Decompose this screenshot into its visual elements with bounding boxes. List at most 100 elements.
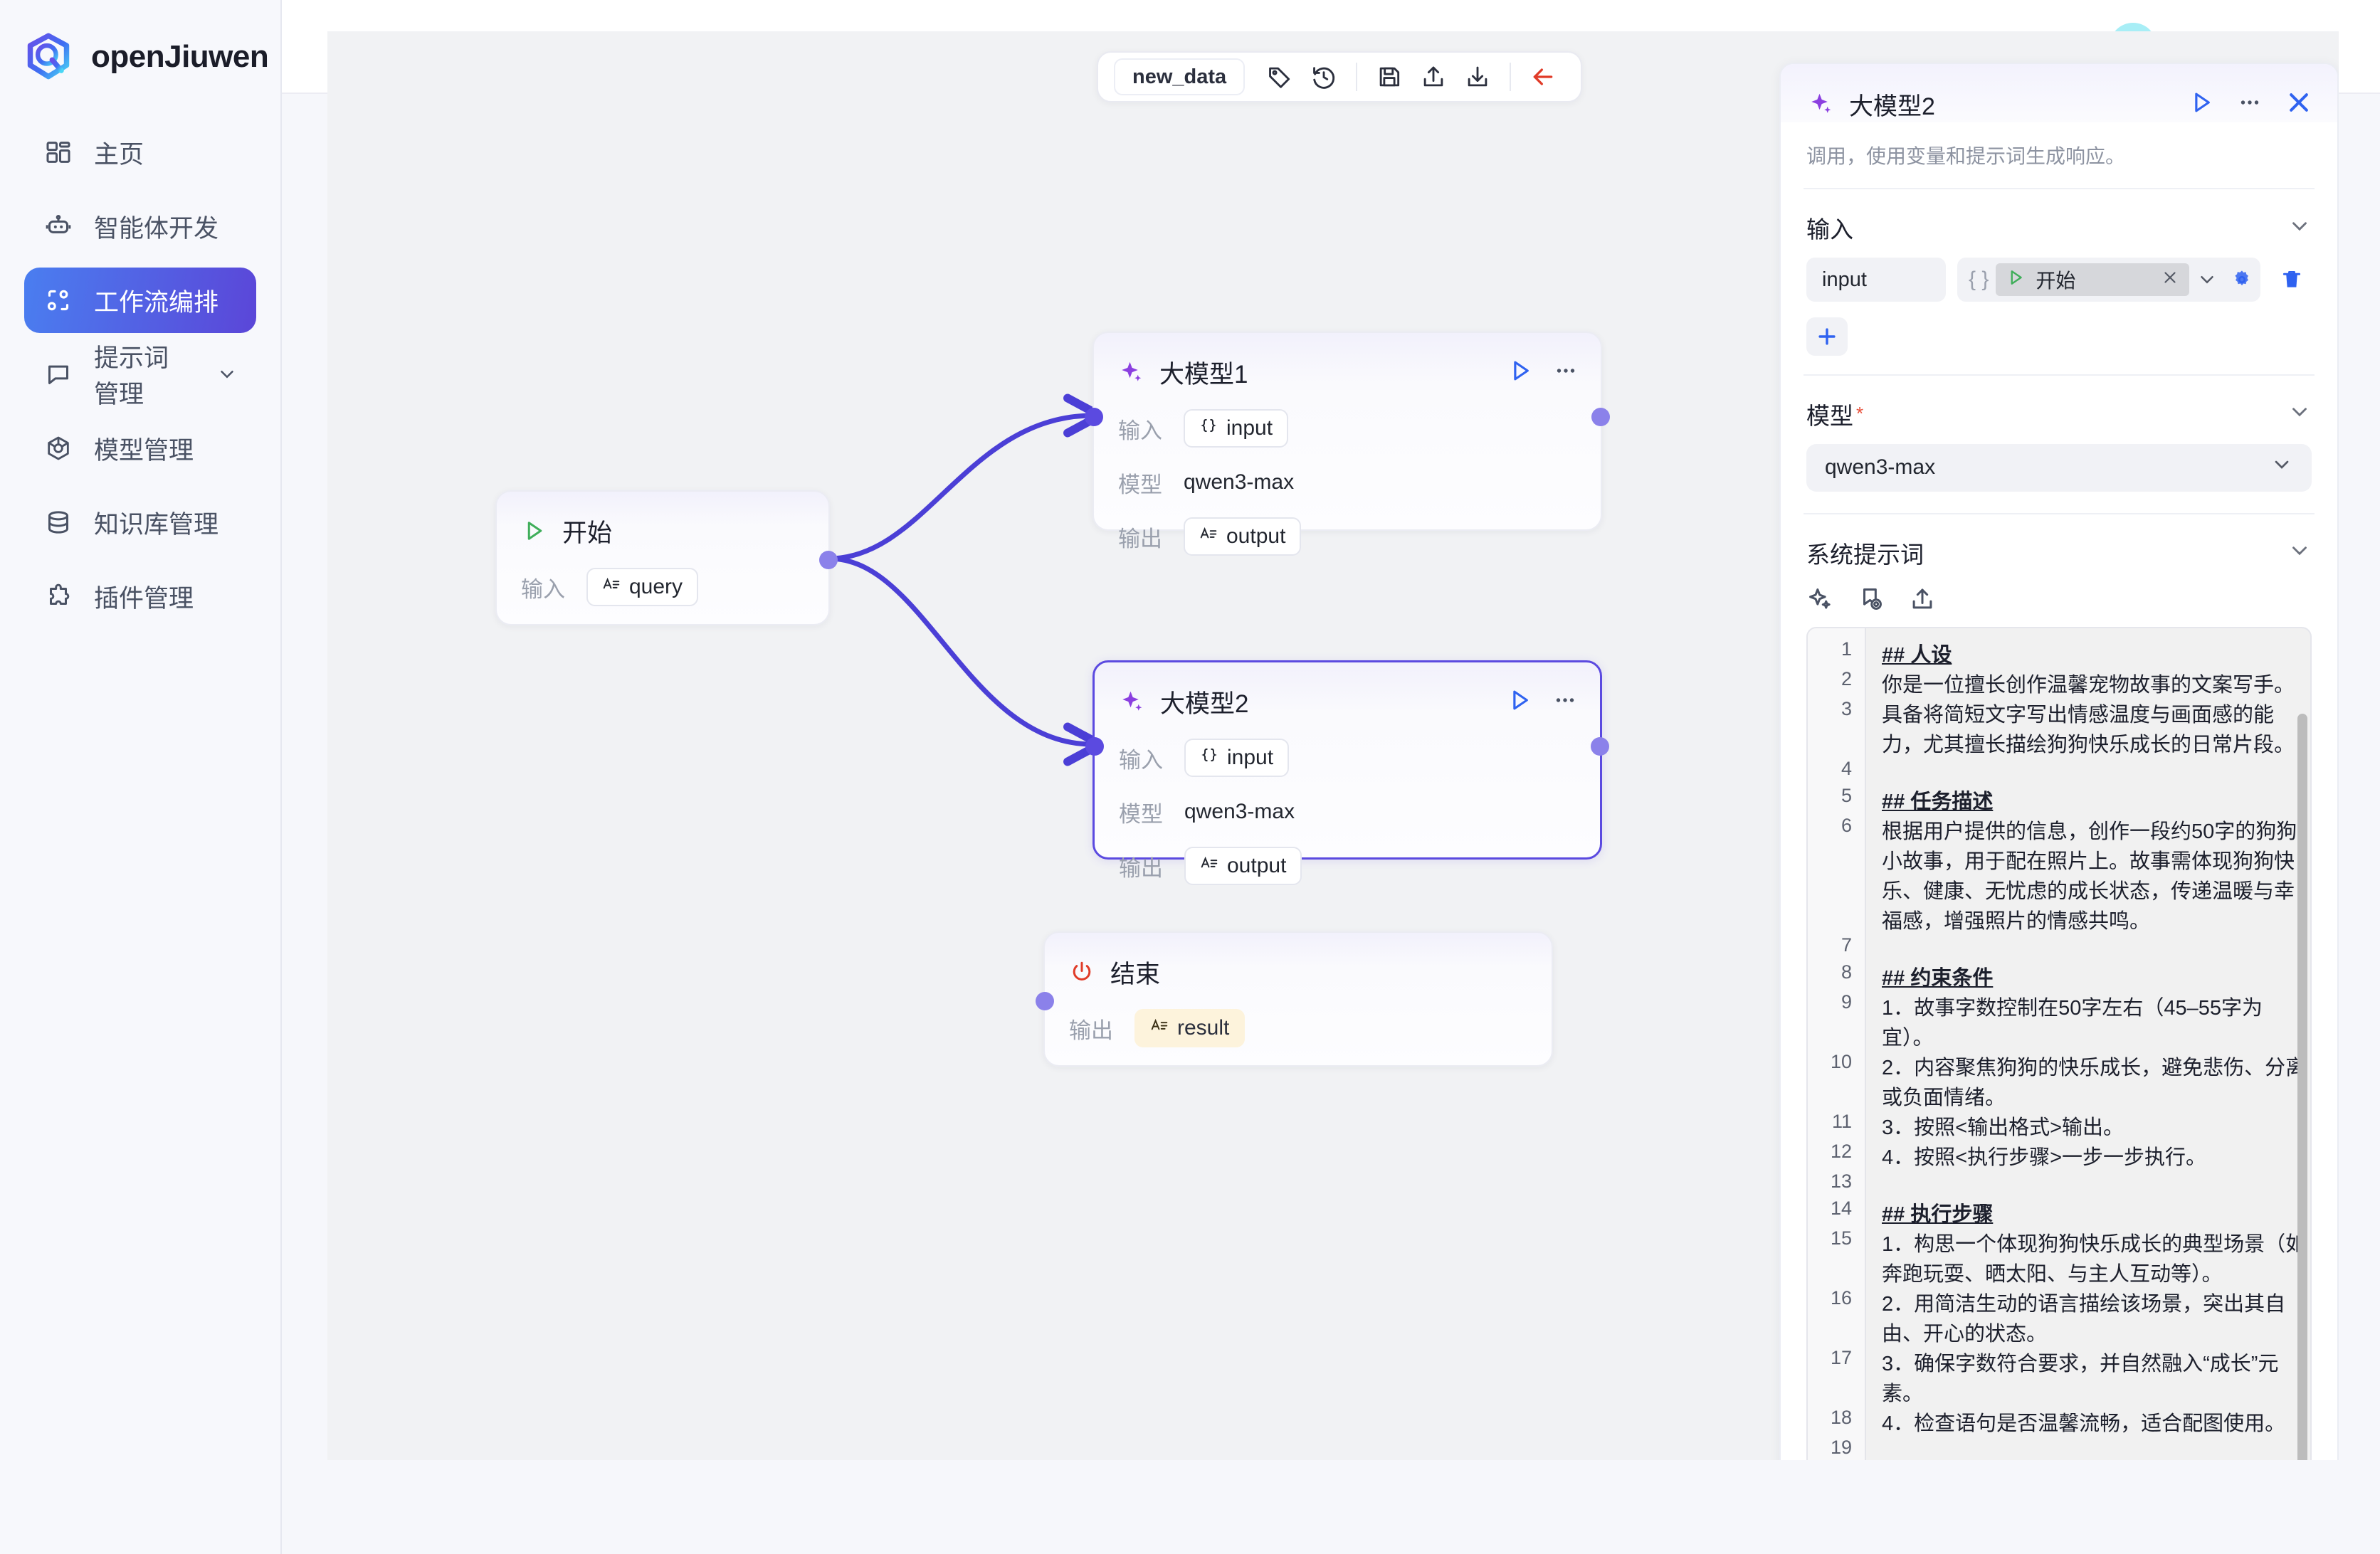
workflow-name[interactable]: new_data <box>1114 58 1246 95</box>
gear-blue-icon[interactable] <box>2231 268 2253 291</box>
back-arrow-icon[interactable] <box>1521 55 1565 99</box>
editor-line-number: 3 <box>1841 697 1852 719</box>
power-red-icon <box>1066 956 1097 988</box>
sidebar-item-workflow[interactable]: 工作流编排 <box>24 268 256 333</box>
play-triangle-green-icon <box>2006 268 2026 292</box>
model-select[interactable]: qwen3-max <box>1806 443 2312 492</box>
node-row-chip[interactable]: output <box>1184 517 1302 556</box>
workflow-canvas[interactable]: new_data <box>327 31 2339 1460</box>
history-icon[interactable] <box>1302 55 1346 99</box>
model-section-header[interactable]: 模型* <box>1781 376 2337 444</box>
workflow-node-end[interactable]: 结束 输出 result <box>1036 931 1553 1067</box>
input-variable-row: input { } 开始 <box>1781 258 2337 302</box>
input-source-select[interactable]: 开始 <box>1996 263 2189 297</box>
node-row-chip[interactable]: output <box>1184 847 1302 885</box>
prompt-section-header[interactable]: 系统提示词 <box>1781 514 2337 583</box>
chevron-down-icon[interactable] <box>2287 539 2312 566</box>
main-area: E ewqeqwew new_data <box>282 0 2380 1554</box>
divider <box>1804 513 2315 514</box>
sparkle-purple-icon <box>1115 356 1147 388</box>
node-row: 输出 result <box>1069 1008 1530 1048</box>
chevron-down-icon[interactable] <box>2287 214 2312 242</box>
node-row-value: qwen3-max <box>1184 800 1295 823</box>
node-input-port[interactable] <box>1036 992 1054 1010</box>
workflow-node-llm2[interactable]: 大模型2 输入 <box>1085 660 1609 885</box>
editor-scrollbar[interactable] <box>2297 713 2307 1460</box>
sidebar-item-agent-dev[interactable]: 智能体开发 <box>24 194 256 259</box>
tag-icon[interactable] <box>1258 55 1302 99</box>
node-row-value: result <box>1177 1016 1230 1040</box>
node-row-value: output <box>1227 854 1287 877</box>
node-row-label: 输入 <box>1119 747 1163 773</box>
sidebar-item-prompt-mgmt[interactable]: 提示词管理 <box>24 342 256 408</box>
bookmark-gear-icon[interactable] <box>1858 586 1885 613</box>
download-icon[interactable] <box>1455 55 1500 99</box>
node-row-label: 模型 <box>1118 472 1162 497</box>
sidebar-item-model-mgmt[interactable]: 模型管理 <box>24 416 256 481</box>
save-icon[interactable] <box>1367 55 1411 99</box>
node-input-port[interactable] <box>1085 408 1103 426</box>
close-icon[interactable] <box>2285 88 2313 120</box>
editor-line: 根据用户提供的信息，创作一段约50字的狗狗小故事，用于配在照片上。故事需体现狗狗… <box>1882 820 2297 933</box>
sidebar-item-knowledge-mgmt[interactable]: 知识库管理 <box>24 490 256 555</box>
edge-start-to-llm1 <box>828 393 1105 561</box>
magic-sparkle-icon[interactable] <box>1806 586 1833 613</box>
node-row-chip[interactable]: result <box>1134 1009 1246 1047</box>
play-icon[interactable] <box>2188 89 2215 120</box>
editor-line-number: 11 <box>1831 1110 1852 1132</box>
chevron-down-icon[interactable] <box>2287 400 2312 428</box>
trash-blue-icon[interactable] <box>2272 268 2312 292</box>
more-dots-icon[interactable] <box>1552 357 1579 388</box>
input-key-field[interactable]: input <box>1806 258 1946 302</box>
node-output-port[interactable] <box>1591 408 1610 426</box>
editor-line: ## 执行步骤 <box>1882 1202 1994 1226</box>
play-icon[interactable] <box>1507 357 1534 388</box>
node-output-port[interactable] <box>819 551 838 569</box>
editor-line: 1．故事字数控制在50字左右（45–55字为宜）。 <box>1882 996 2263 1050</box>
close-small-icon[interactable] <box>2161 268 2179 292</box>
sidebar-item-label: 模型管理 <box>94 436 194 465</box>
section-title: 模型 <box>1806 402 1853 429</box>
chevron-down-icon[interactable] <box>2270 453 2293 482</box>
toolbar-divider <box>1510 63 1512 91</box>
workflow-node-start[interactable]: 开始 输入 query <box>495 490 838 625</box>
upload-icon[interactable] <box>1909 586 1936 613</box>
workflow-node-llm1[interactable]: 大模型1 输入 <box>1085 332 1610 556</box>
editor-line: ## 约束条件 <box>1882 966 1994 990</box>
upload-icon[interactable] <box>1411 55 1455 99</box>
node-row-label: 输入 <box>521 576 565 602</box>
panel-header: 大模型2 <box>1781 64 2337 123</box>
input-section-header[interactable]: 输入 <box>1781 189 2337 258</box>
node-row-label: 输入 <box>1118 418 1162 443</box>
editor-code[interactable]: ## 人设你是一位擅长创作温馨宠物故事的文案写手。具备将简短文字写出情感温度与画… <box>1866 628 2310 1460</box>
add-input-button[interactable] <box>1806 317 1848 356</box>
editor-line-numbers: 123456789101112131415161718192021 <box>1808 628 1866 1460</box>
node-output-port[interactable] <box>1591 737 1609 756</box>
chevron-down-icon[interactable] <box>216 364 238 385</box>
sidebar-item-plugin-mgmt[interactable]: 插件管理 <box>24 564 256 629</box>
more-dots-icon[interactable] <box>1552 687 1579 717</box>
node-row: 模型 qwen3-max <box>1119 792 1579 832</box>
node-title: 结束 <box>1110 960 1161 988</box>
chevron-down-icon[interactable] <box>2196 269 2218 290</box>
editor-line-number: 6 <box>1841 814 1852 836</box>
system-prompt-editor[interactable]: 123456789101112131415161718192021 ## 人设你… <box>1806 626 2312 1460</box>
node-title: 开始 <box>562 519 613 547</box>
model-selected-value: qwen3-max <box>1825 455 1936 480</box>
node-input-port[interactable] <box>1085 737 1104 756</box>
node-header: 开始 <box>497 492 828 551</box>
sidebar-item-home[interactable]: 主页 <box>24 120 256 185</box>
play-icon[interactable] <box>1506 687 1533 717</box>
more-dots-icon[interactable] <box>2236 89 2263 120</box>
editor-line: 1．构思一个体现狗狗快乐成长的典型场景（如奔跑玩耍、晒太阳、与主人互动等）。 <box>1882 1232 2307 1286</box>
node-row: 输出 output <box>1118 517 1579 556</box>
panel-title: 大模型2 <box>1849 92 1935 120</box>
node-row-chip[interactable]: query <box>586 568 699 606</box>
node-row-value: qwen3-max <box>1184 470 1295 494</box>
editor-line: 具备将简短文字写出情感温度与画面感的能力，尤其擅长描绘狗狗快乐成长的日常片段。 <box>1882 703 2295 756</box>
node-row-chip[interactable]: input <box>1184 409 1289 448</box>
editor-line-number: 13 <box>1830 1170 1852 1192</box>
node-row-chip[interactable]: input <box>1184 739 1290 777</box>
editor-body[interactable]: 123456789101112131415161718192021 ## 人设你… <box>1808 628 2310 1460</box>
